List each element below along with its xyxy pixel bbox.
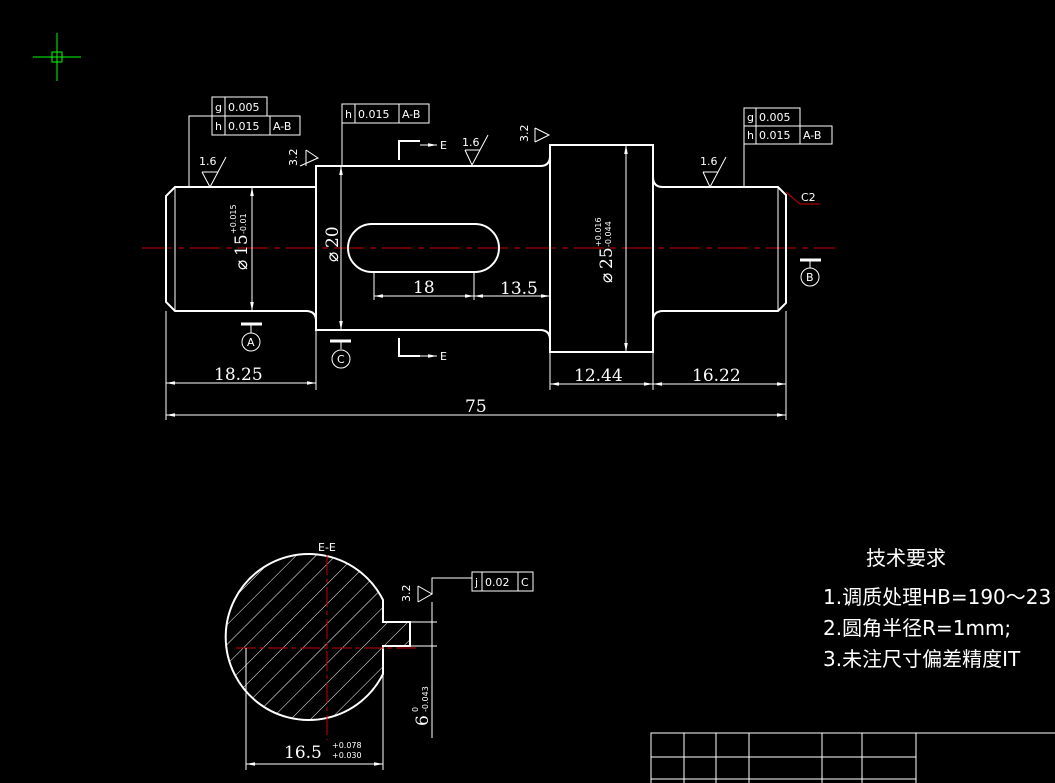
datum-c	[330, 339, 351, 369]
datum-b	[800, 258, 821, 287]
gdt-right-g-sym: g	[747, 111, 754, 124]
gdt-right-h-sym: h	[747, 129, 754, 142]
shaft-outline	[165, 144, 787, 353]
dim-diameter-25: ⌀ 25 +0.016 -0.044	[594, 145, 628, 352]
gdt-left-g-sym: g	[215, 101, 222, 114]
roughness-3: 1.6	[462, 136, 480, 149]
section-title: E-E	[318, 541, 336, 554]
tech-req-heading: 技术要求	[866, 546, 946, 570]
svg-text:+0.015: +0.015	[229, 204, 238, 234]
dim-6: 6	[413, 715, 433, 726]
section-dims	[245, 577, 472, 770]
svg-text:15: 15	[232, 234, 252, 256]
roughness-4: 3.2	[518, 125, 531, 143]
title-block	[650, 732, 1055, 783]
tech-req-line3: 3.未注尺寸偏差精度IT	[823, 647, 1021, 671]
gdt-frame-section	[471, 571, 534, 592]
roughness-5: 1.6	[700, 155, 718, 168]
svg-text:20: 20	[323, 226, 343, 248]
dim-18-25: 18.25	[214, 365, 263, 385]
gdt-section-ref: C	[521, 576, 529, 589]
gdt-left-g-val: 0.005	[228, 101, 260, 114]
gdt-left-h-ref: A-B	[273, 120, 291, 133]
gdt-mid-h-sym: h	[345, 108, 352, 121]
dim-16-22: 16.22	[692, 366, 741, 386]
tech-req-line1: 1.调质处理HB=190～23	[823, 585, 1051, 609]
roughness-6: 3.2	[400, 585, 413, 603]
dim-slot	[373, 272, 550, 300]
gdt-frame-left	[188, 96, 301, 187]
datum-a	[241, 322, 262, 352]
section-cut-arrows	[420, 143, 437, 358]
dim-bottom	[165, 311, 787, 420]
chamfer-callout	[785, 191, 820, 205]
gdt-frame-right	[743, 107, 833, 187]
dim-16-5: 16.5	[284, 743, 322, 763]
dim-18: 18	[413, 278, 435, 298]
datum-c-label: C	[337, 353, 345, 366]
dim-16-5-upper: +0.078	[332, 741, 362, 750]
section-mark-bottom: E	[440, 350, 447, 363]
roughness-2: 3.2	[287, 149, 300, 167]
dim-6-lower: -0.043	[421, 686, 430, 712]
section-view	[224, 553, 418, 740]
svg-text:25: 25	[597, 247, 617, 269]
datum-a-label: A	[247, 336, 255, 349]
roughness-1: 1.6	[199, 155, 217, 168]
section-cut-marks	[398, 140, 420, 357]
svg-text:-0.01: -0.01	[239, 213, 248, 234]
dim-13-5: 13.5	[500, 279, 538, 299]
svg-text:⌀: ⌀	[597, 273, 617, 283]
gdt-right-h-val: 0.015	[759, 129, 791, 142]
dim-diameter-15: ⌀ 15 +0.015 -0.01	[229, 187, 254, 311]
dim-75: 75	[465, 397, 487, 417]
gdt-frame-mid	[341, 103, 430, 166]
dim-diameter-20: ⌀ 20	[323, 166, 343, 330]
gdt-section-val: 0.02	[485, 576, 510, 589]
gdt-left-h-val: 0.015	[228, 120, 260, 133]
gdt-mid-h-ref: A-B	[402, 108, 420, 121]
chamfer-label: C2	[801, 191, 816, 204]
gdt-mid-h-val: 0.015	[358, 108, 390, 121]
gdt-left-h-sym: h	[215, 120, 222, 133]
roughness-symbols	[201, 127, 727, 603]
cursor-crosshair-icon	[33, 33, 81, 81]
dim-16-5-lower: +0.030	[332, 751, 362, 760]
gdt-section-sym: j	[474, 576, 478, 589]
tech-req-line2: 2.圆角半径R=1mm;	[823, 616, 1011, 640]
dim-12-44: 12.44	[574, 366, 623, 386]
section-mark-top: E	[440, 139, 447, 152]
dim-6-upper: 0	[411, 707, 420, 712]
keyway-slot	[347, 223, 500, 273]
gdt-right-g-val: 0.005	[759, 111, 791, 124]
datum-b-label: B	[806, 271, 814, 284]
svg-text:-0.044: -0.044	[604, 221, 613, 247]
svg-text:⌀: ⌀	[323, 252, 343, 262]
svg-text:+0.016: +0.016	[594, 217, 603, 247]
gdt-right-h-ref: A-B	[803, 129, 821, 142]
svg-text:⌀: ⌀	[232, 260, 252, 270]
